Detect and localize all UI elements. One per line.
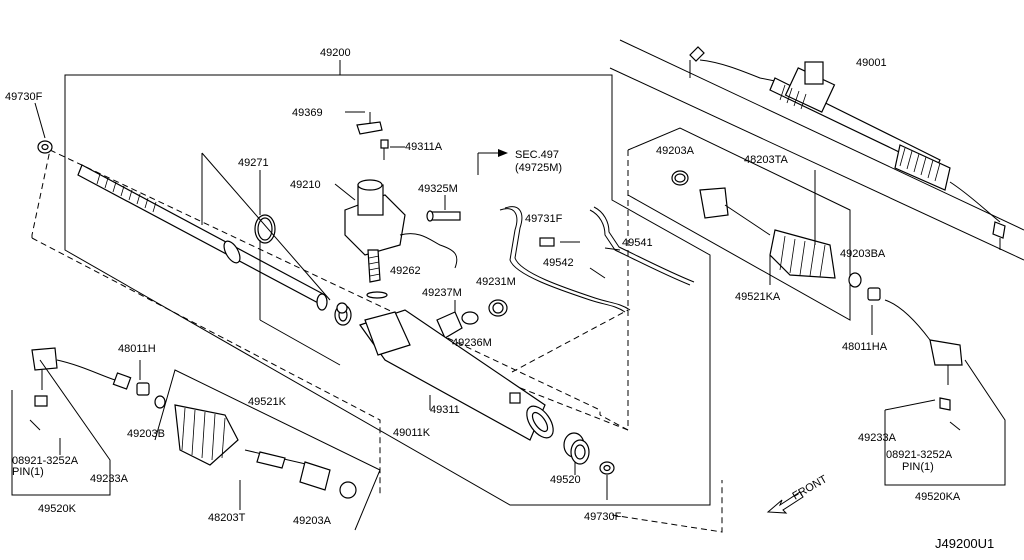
label-front: FRONT (791, 473, 830, 502)
label-pin-left: PIN(1) (12, 466, 44, 478)
oring-49271 (201, 152, 341, 366)
steering-gear-assembly-49001 (609, 39, 1024, 261)
label-08921-left: 08921-3252A (12, 455, 79, 467)
label-49203A-top: 49203A (656, 145, 695, 157)
label-49237M: 49237M (422, 287, 462, 299)
label-49521KA: 49521KA (735, 291, 781, 303)
label-49311: 49311 (430, 404, 460, 416)
label-49200: 49200 (320, 47, 351, 59)
label-48203TA: 48203TA (744, 154, 788, 166)
label-08921-right: 08921-3252A (886, 449, 953, 461)
gear-housing-49311 (359, 309, 554, 441)
cap-49369 (345, 111, 383, 135)
bolt-49311A (380, 139, 405, 160)
label-49731F: 49731F (525, 213, 563, 225)
label-49521K: 49521K (248, 396, 287, 408)
label-49236M: 49236M (452, 337, 492, 349)
label-49203BA: 49203BA (840, 248, 886, 260)
label-sec-sub: (49725M) (515, 162, 562, 174)
section-reference-arrow (477, 149, 508, 175)
bush-49520 (563, 432, 590, 475)
front-direction-arrow (766, 491, 804, 514)
label-49001: 49001 (856, 57, 887, 69)
washer-49730F-top (34, 102, 53, 154)
boot-kit-right (627, 127, 862, 321)
washer-49730F-bottom (599, 461, 615, 500)
label-49730F-top: 49730F (5, 91, 43, 103)
label-49271: 49271 (238, 157, 269, 169)
label-49369: 49369 (292, 107, 323, 119)
pinion-valve-49210 (334, 179, 458, 299)
label-49325M: 49325M (418, 183, 458, 195)
label-49231M: 49231M (476, 276, 516, 288)
tie-rod-end-left (11, 347, 150, 496)
tie-rod-end-right (867, 287, 1006, 486)
label-sec-ref: SEC.497 (515, 149, 559, 161)
seal-rack (334, 302, 352, 326)
label-49520: 49520 (550, 474, 581, 486)
label-49233A-left: 49233A (90, 473, 129, 485)
label-49262: 49262 (390, 265, 421, 277)
label-48011H: 48011H (118, 343, 156, 355)
boot-kit-left (154, 369, 381, 531)
label-49203B: 49203B (127, 428, 165, 440)
sensor-49325M (426, 195, 461, 222)
label-pin-right: PIN(1) (902, 461, 934, 473)
label-49203A-bottom: 49203A (293, 515, 332, 527)
label-49542: 49542 (543, 257, 574, 269)
label-49311A: 49311A (405, 141, 443, 153)
hydraulic-tubes (499, 206, 695, 313)
small-parts-49237M-49231M (436, 299, 508, 339)
label-49011K: 49011K (393, 427, 431, 439)
label-49520KA: 49520KA (915, 491, 961, 503)
label-49541: 49541 (622, 237, 653, 249)
label-49520K: 49520K (38, 503, 77, 515)
label-49233A-right: 49233A (858, 432, 897, 444)
label-diagram-code: J49200U1 (935, 536, 994, 551)
label-48011HA: 48011HA (842, 341, 888, 353)
label-49730F-bottom: 49730F (584, 511, 622, 523)
assembly-frame-49200 (64, 60, 711, 506)
label-49210: 49210 (290, 179, 321, 191)
label-48203T: 48203T (208, 512, 246, 524)
rack-shaft (77, 164, 328, 311)
